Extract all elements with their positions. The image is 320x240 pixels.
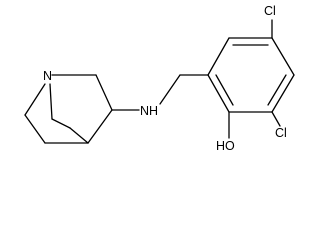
atom-label-hydroxyl: HO: [216, 139, 235, 153]
bond-ch2-mid-ch2: [51, 118, 71, 129]
ring-double-bond-b: [267, 74, 287, 106]
phenol-ring: [207, 37, 295, 113]
ring-bond-6: [207, 74, 230, 113]
bond-ch2-c3: [95, 74, 113, 111]
atom-label-nh: NH: [140, 104, 158, 118]
ring-bond-1: [207, 37, 230, 76]
bond-n-ch2-mid: [49, 83, 53, 120]
quinuclidine-cage: [24, 74, 113, 144]
bond-ch2-c4: [69, 127, 89, 144]
atom-label-cl-bottom: Cl: [275, 126, 287, 140]
substituent-bonds: [228, 19, 281, 139]
bond-ch2-left-n: [24, 83, 46, 116]
structure-drawing: N NH Cl Cl HO: [24, 4, 295, 153]
atom-label-n-bridgehead: N: [43, 69, 52, 83]
ring-bond-3: [271, 37, 295, 76]
atom-label-cl-top: Cl: [264, 4, 276, 18]
bond-ring-cl-bottom: [271, 111, 281, 127]
ring-bond-4: [271, 74, 295, 113]
atom-labels: N NH Cl Cl HO: [43, 4, 287, 153]
ring-double-bond-c: [215, 74, 234, 106]
bond-c3-c4: [87, 109, 113, 144]
bond-nh-ch2: [159, 74, 181, 105]
bond-ch2-bottom-ch2-left: [24, 114, 46, 144]
amine-linker: [111, 74, 209, 111]
molecule-canvas: N NH Cl Cl HO: [24, 4, 295, 153]
